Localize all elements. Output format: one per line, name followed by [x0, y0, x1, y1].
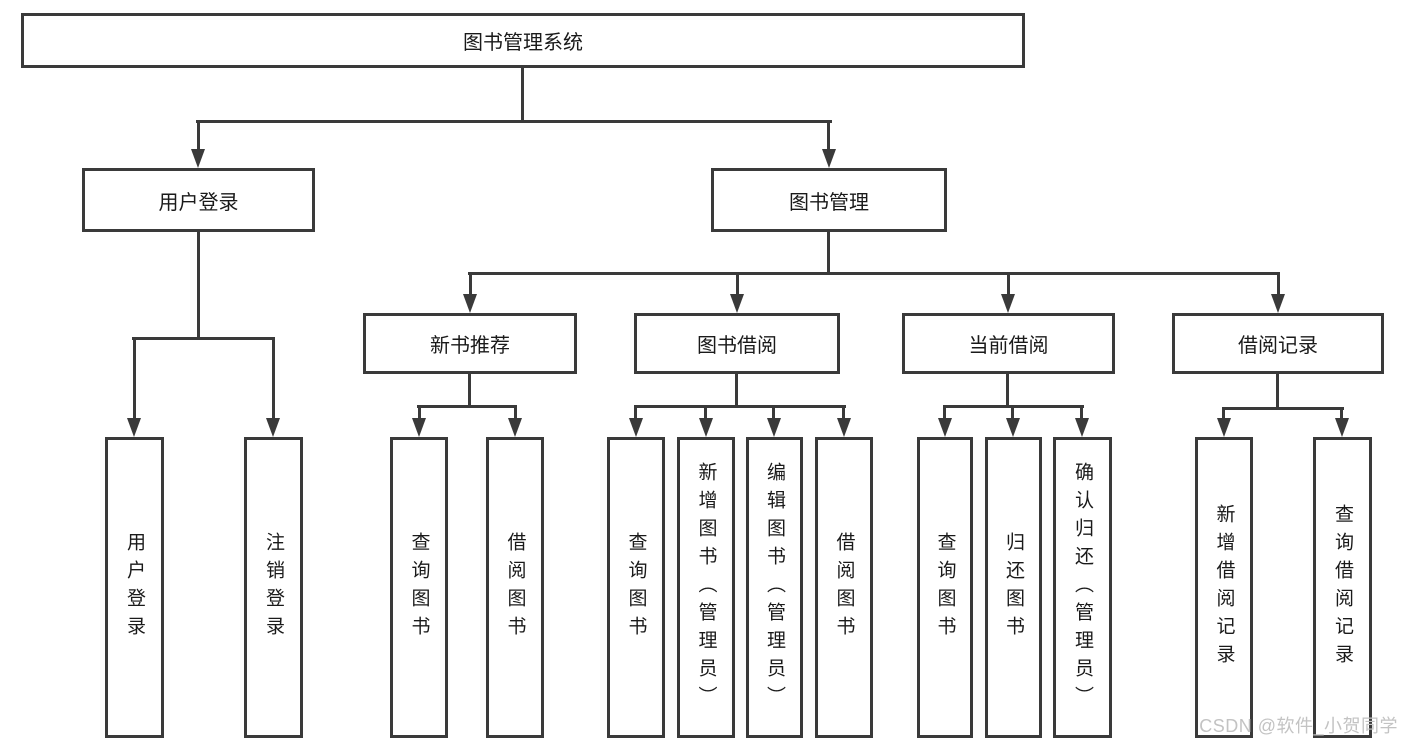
- connector-rec-stem: [468, 374, 471, 405]
- connector-stem-user-login: [197, 120, 200, 153]
- connector-stem-bb-leaf1: [634, 405, 637, 421]
- connector-mgmt-stem: [827, 232, 830, 272]
- arrow-down-icon: [629, 418, 643, 437]
- leaf-cb-confirm-return-admin: 确认归还（管理员）: [1053, 437, 1112, 738]
- connector-rec-rail: [417, 405, 517, 408]
- leaf-cb-return-book: 归还图书: [985, 437, 1042, 738]
- leaf-logout: 注销登录: [244, 437, 303, 738]
- arrow-down-icon: [412, 418, 426, 437]
- connector-stem-borrow: [736, 272, 739, 296]
- node-borrow-records: 借阅记录: [1172, 313, 1384, 374]
- leaf-user-login-label: 用户登录: [124, 531, 145, 644]
- arrow-down-icon: [699, 418, 713, 437]
- connector-rr-stem: [1276, 374, 1279, 407]
- connector-mgmt-rail: [468, 272, 1280, 275]
- connector-root-rail: [196, 120, 832, 123]
- connector-login-stem: [197, 232, 200, 337]
- leaf-bb-edit-book-admin-label: 编辑图书（管理员）: [764, 461, 785, 714]
- connector-stem-bb-leaf2: [704, 405, 707, 421]
- arrow-down-icon: [266, 418, 280, 437]
- connector-stem-rr-leaf1: [1222, 407, 1225, 421]
- leaf-rr-add-record: 新增借阅记录: [1195, 437, 1253, 738]
- connector-stem-records: [1277, 272, 1280, 296]
- connector-stem-rec-leaf2: [514, 405, 517, 421]
- connector-stem-cb-leaf1: [943, 405, 946, 421]
- leaf-bb-borrow-book-label: 借阅图书: [833, 531, 855, 644]
- connector-stem-cb-leaf3: [1080, 405, 1083, 421]
- leaf-rec-borrow-book-label: 借阅图书: [504, 531, 526, 644]
- arrow-down-icon: [837, 418, 851, 437]
- node-new-book-recommend: 新书推荐: [363, 313, 577, 374]
- node-new-book-recommend-label: 新书推荐: [430, 335, 510, 357]
- connector-root-stem: [521, 68, 524, 120]
- node-book-management: 图书管理: [711, 168, 947, 232]
- connector-stem-current: [1007, 272, 1010, 296]
- node-current-borrow-label: 当前借阅: [968, 335, 1049, 357]
- arrow-down-icon: [191, 149, 205, 168]
- leaf-rr-add-record-label: 新增借阅记录: [1213, 503, 1235, 672]
- arrow-down-icon: [1335, 418, 1349, 437]
- arrow-down-icon: [938, 418, 952, 437]
- connector-login-rail: [132, 337, 275, 340]
- connector-bb-rail: [634, 405, 846, 408]
- node-book-borrow: 图书借阅: [634, 313, 840, 374]
- connector-stem-rec-leaf1: [418, 405, 421, 421]
- leaf-bb-add-book-admin-label: 新增图书（管理员）: [695, 461, 717, 714]
- leaf-rec-borrow-book: 借阅图书: [486, 437, 544, 738]
- leaf-bb-add-book-admin: 新增图书（管理员）: [677, 437, 735, 738]
- node-book-management-label: 图书管理: [789, 191, 869, 214]
- arrow-down-icon: [463, 294, 477, 313]
- leaf-rec-query-book: 查询图书: [390, 437, 448, 738]
- arrow-down-icon: [1075, 418, 1089, 437]
- connector-stem-bb-leaf4: [842, 405, 845, 421]
- leaf-rr-query-record-label: 查询借阅记录: [1332, 503, 1353, 672]
- leaf-cb-query-book: 查询图书: [917, 437, 973, 738]
- node-root-label: 图书管理系统: [463, 32, 583, 54]
- leaf-bb-edit-book-admin: 编辑图书（管理员）: [746, 437, 803, 738]
- arrow-down-icon: [822, 149, 836, 168]
- leaf-rr-query-record: 查询借阅记录: [1313, 437, 1372, 738]
- arrow-down-icon: [1271, 294, 1285, 313]
- connector-stem-leaf-user-login: [133, 337, 136, 422]
- connector-stem-rr-leaf2: [1340, 407, 1343, 421]
- arrow-down-icon: [730, 294, 744, 313]
- node-borrow-records-label: 借阅记录: [1238, 335, 1318, 357]
- connector-stem-leaf-logout: [272, 337, 275, 422]
- node-book-borrow-label: 图书借阅: [697, 335, 777, 357]
- leaf-user-login: 用户登录: [105, 437, 164, 738]
- arrow-down-icon: [127, 418, 141, 437]
- leaf-cb-confirm-return-admin-label: 确认归还（管理员）: [1072, 461, 1093, 714]
- leaf-logout-label: 注销登录: [263, 531, 284, 644]
- connector-rr-rail: [1222, 407, 1344, 410]
- connector-stem-bb-leaf3: [772, 405, 775, 421]
- connector-cb-stem: [1006, 374, 1009, 405]
- arrow-down-icon: [1217, 418, 1231, 437]
- leaf-cb-return-book-label: 归还图书: [1003, 531, 1024, 644]
- connector-stem-book-management: [827, 120, 830, 153]
- node-root: 图书管理系统: [21, 13, 1025, 68]
- node-current-borrow: 当前借阅: [902, 313, 1115, 374]
- arrow-down-icon: [1006, 418, 1020, 437]
- arrow-down-icon: [508, 418, 522, 437]
- leaf-bb-query-book-label: 查询图书: [625, 531, 647, 644]
- leaf-bb-borrow-book: 借阅图书: [815, 437, 873, 738]
- leaf-rec-query-book-label: 查询图书: [408, 531, 430, 644]
- leaf-bb-query-book: 查询图书: [607, 437, 665, 738]
- arrow-down-icon: [767, 418, 781, 437]
- csdn-watermark: CSDN @软件_小贺同学: [1199, 716, 1398, 736]
- connector-stem-cb-leaf2: [1011, 405, 1014, 421]
- node-user-login: 用户登录: [82, 168, 315, 232]
- leaf-cb-query-book-label: 查询图书: [934, 531, 956, 644]
- node-user-login-label: 用户登录: [158, 191, 239, 214]
- connector-bb-stem: [735, 374, 738, 405]
- connector-stem-recommend: [469, 272, 472, 296]
- arrow-down-icon: [1001, 294, 1015, 313]
